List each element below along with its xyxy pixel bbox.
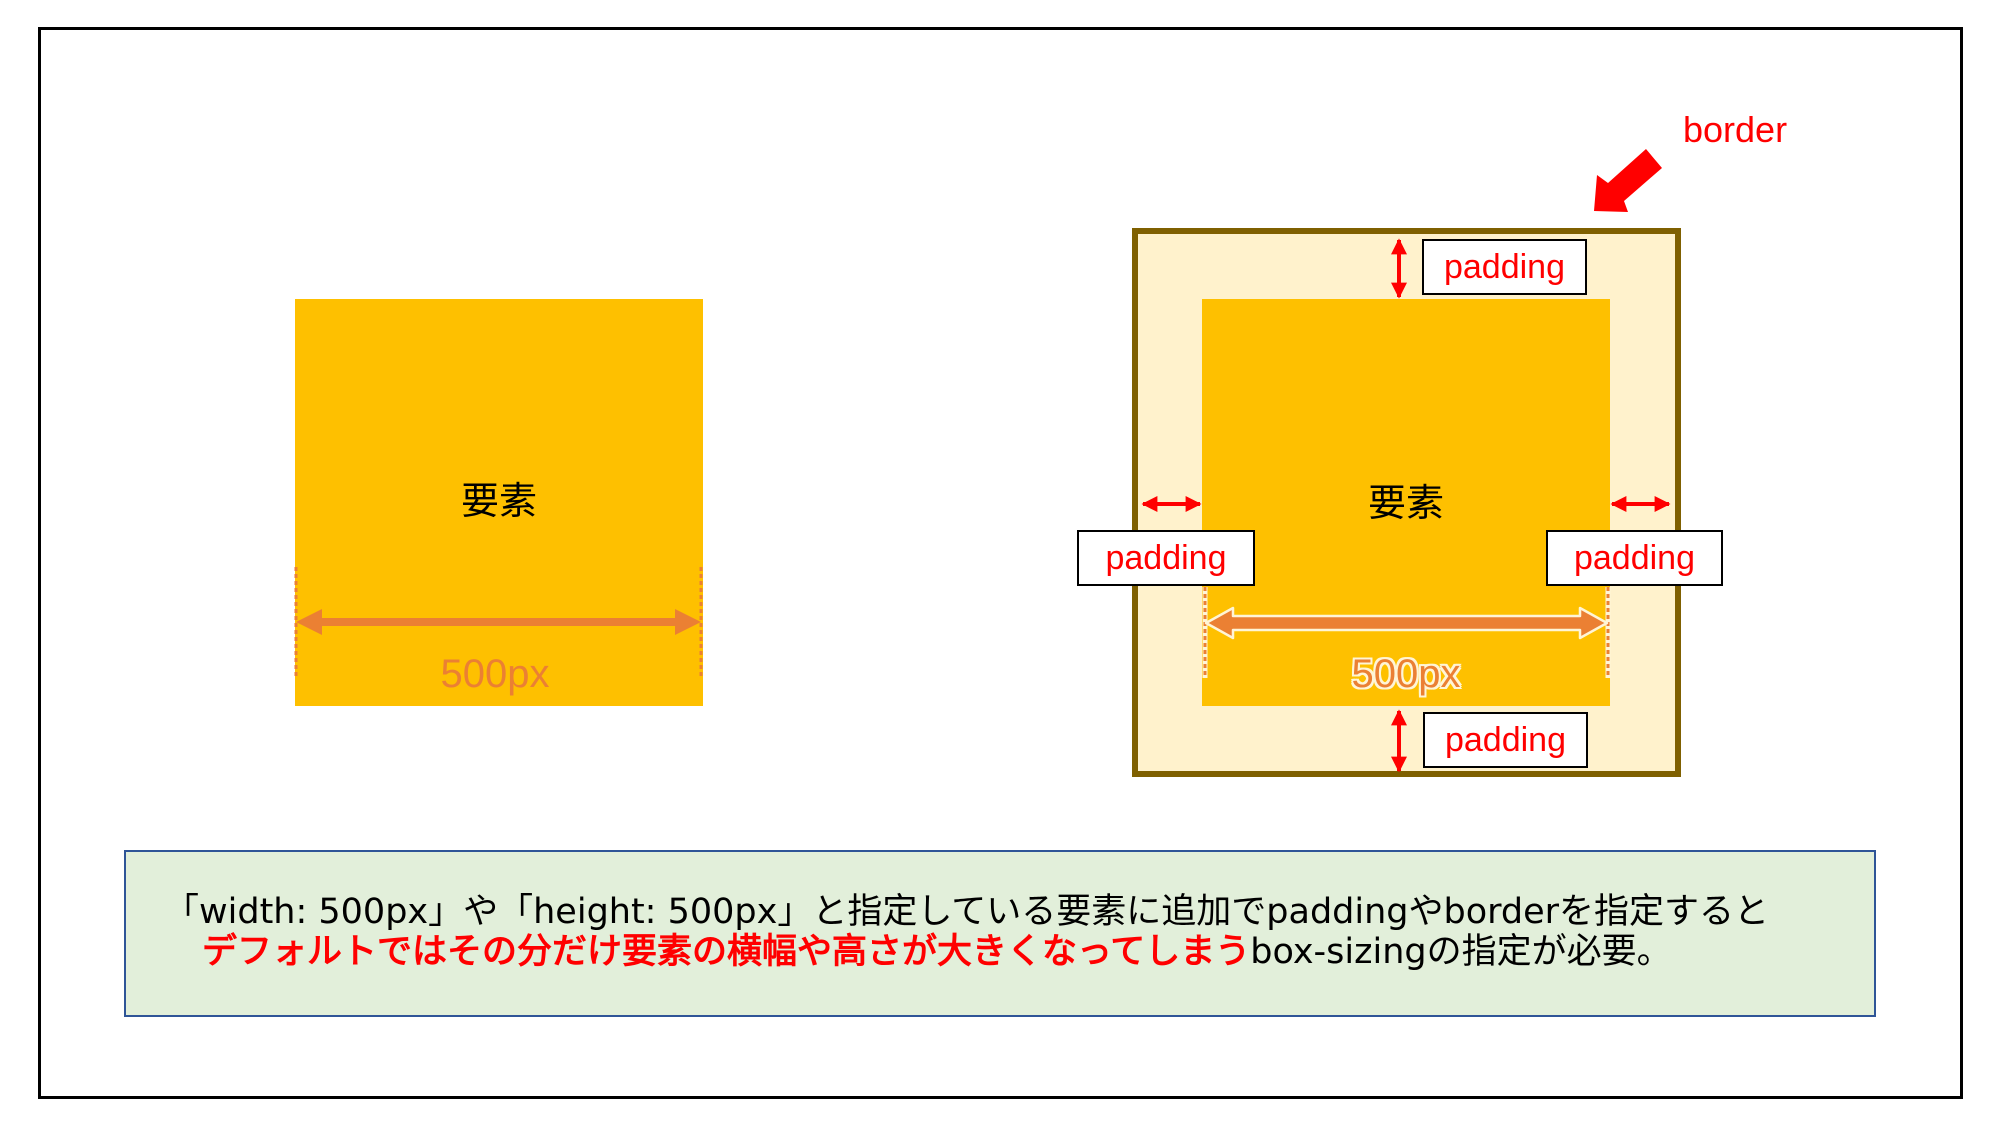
slide-frame	[38, 27, 1963, 1099]
border-label: border	[1683, 109, 1788, 150]
padding-label-right: padding	[1546, 530, 1723, 586]
right-width-arrow	[1202, 587, 1611, 678]
padding-label-left: padding	[1077, 530, 1255, 586]
note-box	[124, 850, 1876, 1017]
left-element-box	[295, 299, 703, 706]
note-line-1: 「width: 500px」や「height: 500px」と指定している要素に…	[164, 892, 1770, 932]
left-element-label: 要素	[460, 479, 537, 523]
note-line-2: デフォルトではその分だけ要素の横幅や高さが大きくなってしまうbox-sizing…	[202, 935, 1672, 970]
padding-label-bottom: padding	[1423, 712, 1588, 768]
note-line-2-highlight: デフォルトではその分だけ要素の横幅や高さが大きくなってしまう	[202, 932, 1251, 972]
right-width-label: 500px	[1351, 652, 1461, 696]
left-width-arrow	[294, 567, 703, 677]
left-width-label: 500px	[440, 652, 550, 696]
padding-label-top: padding	[1422, 239, 1587, 295]
note-line-2-rest: box-sizingの指定が必要。	[1250, 932, 1672, 972]
border-pointer-arrow	[1594, 149, 1662, 212]
right-element-box	[1202, 299, 1610, 706]
right-element-label: 要素	[1367, 481, 1444, 525]
